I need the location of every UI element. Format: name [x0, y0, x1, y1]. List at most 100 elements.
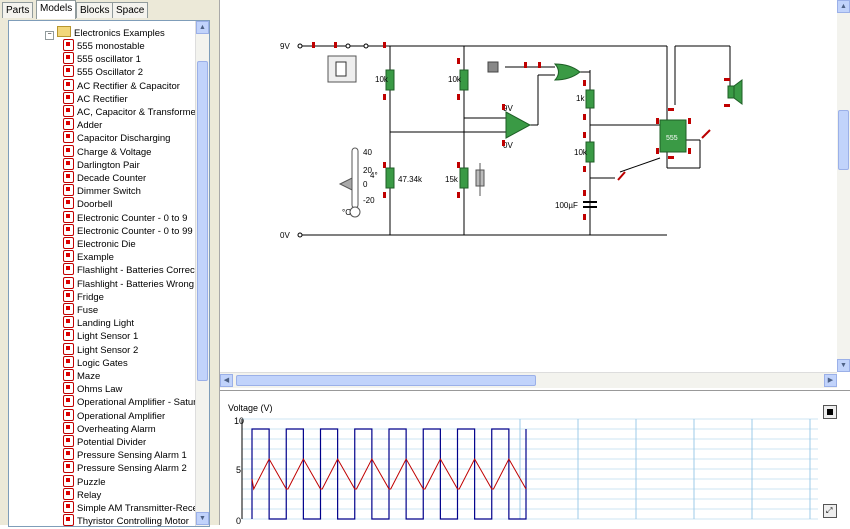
resistor-r4[interactable] — [585, 141, 595, 163]
folder-label: Electronics Examples — [74, 28, 165, 39]
tab-models[interactable]: Models — [36, 0, 77, 19]
circuit-canvas[interactable]: 9V 0V 10k 10k 1k 10k 47.34k 15k 9V 0V — [220, 0, 837, 372]
ic-555[interactable] — [659, 119, 687, 153]
tree-item[interactable]: Fuse — [63, 303, 98, 316]
probe-icon[interactable] — [617, 171, 626, 181]
logic-gate[interactable] — [553, 63, 581, 81]
tree-item[interactable]: Flashlight - Batteries Correct — [63, 263, 197, 276]
model-file-icon — [63, 52, 74, 65]
tree-item[interactable]: Simple AM Transmitter-Receiver — [63, 501, 210, 514]
tree-item[interactable]: Operational Amplifier - Saturation — [63, 395, 209, 408]
scroll-right-icon[interactable]: ▶ — [824, 374, 837, 387]
tree-item[interactable]: Logic Gates — [63, 355, 128, 369]
graph-ylabel: Voltage (V) — [228, 403, 273, 413]
tree-item[interactable]: Example — [63, 250, 114, 263]
tree-item-label: Light Sensor 1 — [77, 331, 139, 343]
tree-item[interactable]: Adder — [63, 118, 102, 131]
left-pane: Parts Models Blocks Space − Electronics E… — [0, 0, 220, 527]
svg-text:4°: 4° — [370, 171, 378, 180]
svg-text:20: 20 — [363, 166, 372, 175]
model-file-icon — [63, 316, 74, 329]
scroll-down-icon[interactable]: ▼ — [837, 359, 850, 372]
scroll-thumb[interactable] — [197, 61, 208, 381]
tree-item[interactable]: Electronic Counter - 0 to 99 — [63, 223, 193, 237]
resistor-r1[interactable] — [385, 69, 395, 91]
tree-item[interactable]: 555 Oscillator 2 — [63, 65, 143, 78]
tree-item[interactable]: Capacitor Discharging — [63, 131, 170, 144]
thermometer-icon[interactable] — [351, 147, 359, 209]
model-file-icon — [63, 461, 74, 474]
input-block[interactable] — [487, 61, 499, 73]
rvar-label: 15k — [445, 175, 459, 184]
tree-scrollbar[interactable]: ▲ ▼ — [195, 21, 209, 526]
collapse-icon[interactable]: − — [45, 31, 54, 40]
tree-item[interactable]: Overheating Alarm — [63, 421, 156, 435]
tab-space[interactable]: Space — [112, 2, 149, 18]
tab-parts[interactable]: Parts — [2, 2, 34, 18]
scroll-up-icon[interactable]: ▲ — [196, 21, 209, 34]
tree-item[interactable]: Dimmer Switch — [63, 184, 141, 197]
tree-item[interactable]: Relay — [63, 487, 101, 501]
tree-item[interactable]: Operational Amplifier — [63, 408, 165, 422]
r3-label: 1k — [576, 94, 585, 103]
canvas-vscroll[interactable]: ▲ ▼ — [837, 0, 850, 372]
tree-item[interactable]: Doorbell — [63, 197, 112, 210]
model-file-icon — [63, 144, 74, 157]
tree-item[interactable]: 555 oscillator 1 — [63, 52, 141, 65]
triangle-wave-series — [251, 457, 527, 491]
tree-item[interactable]: Ohms Law — [63, 382, 122, 395]
tree-item[interactable]: Electronic Counter - 0 to 9 — [63, 210, 188, 224]
model-file-icon — [63, 303, 74, 315]
scroll-up-icon[interactable]: ▲ — [837, 0, 850, 13]
canvas-hthumb[interactable] — [236, 375, 536, 386]
expand-graph-button[interactable]: ⤢ — [823, 504, 837, 518]
temp-pointer-icon[interactable] — [338, 177, 353, 191]
thermistor[interactable] — [385, 167, 395, 189]
model-file-icon — [63, 197, 74, 210]
tree-item[interactable]: Darlington Pair — [63, 157, 140, 171]
resistor-r3[interactable] — [585, 89, 595, 109]
tree-item[interactable]: Potential Divider — [63, 435, 146, 448]
canvas-vthumb[interactable] — [838, 110, 849, 170]
stop-icon — [827, 409, 833, 415]
tree-item[interactable]: Thyristor Controlling Motor — [63, 514, 189, 526]
tree-item-label: Flashlight - Batteries Wrong — [77, 278, 195, 290]
tree-item-label: Electronic Counter - 0 to 9 — [77, 212, 188, 224]
svg-text:0: 0 — [363, 180, 368, 189]
expand-icon: ⤢ — [826, 506, 833, 515]
tree-item[interactable]: Decade Counter — [63, 171, 146, 184]
tree-item[interactable]: Charge & Voltage — [63, 144, 151, 158]
variable-resistor[interactable] — [459, 167, 469, 189]
tree-item[interactable]: Pressure Sensing Alarm 1 — [63, 448, 187, 461]
tree-item[interactable]: Puzzle — [63, 474, 106, 488]
model-file-icon — [63, 395, 74, 408]
tree-item[interactable]: AC, Capacitor & Transformer — [63, 105, 199, 118]
tree-item[interactable]: Electronic Die — [63, 237, 136, 250]
tree-item[interactable]: Light Sensor 2 — [63, 342, 138, 356]
tree-item-label: Simple AM Transmitter-Receiver — [77, 503, 210, 514]
stop-button[interactable] — [823, 405, 837, 419]
voltage-graph-svg: Voltage (V) 10 5 0 — [228, 403, 818, 526]
tree-item[interactable]: Flashlight - Batteries Wrong — [63, 276, 195, 290]
scroll-down-icon[interactable]: ▼ — [196, 512, 209, 525]
resistor-r2[interactable] — [459, 69, 469, 91]
model-file-icon — [63, 448, 74, 461]
tree-item[interactable]: AC Rectifier & Capacitor — [63, 78, 180, 92]
tree-item[interactable]: AC Rectifier — [63, 91, 128, 105]
probe-icon-2[interactable] — [701, 129, 711, 139]
tree-item[interactable]: 555 monostable — [63, 39, 145, 52]
tree-item[interactable]: Fridge — [63, 289, 104, 303]
tree-item[interactable]: Light Sensor 1 — [63, 329, 138, 342]
scroll-left-icon[interactable]: ◀ — [220, 374, 233, 387]
tree-item[interactable]: Landing Light — [63, 316, 134, 329]
tree-folder[interactable]: − Electronics Examples — [45, 26, 165, 40]
r1-label: 10k — [375, 75, 389, 84]
tab-blocks[interactable]: Blocks — [76, 2, 114, 18]
model-file-icon — [63, 289, 74, 302]
canvas-hscroll[interactable]: ◀ ▶ — [220, 372, 837, 388]
tree-item[interactable]: Pressure Sensing Alarm 2 — [63, 461, 187, 474]
op-amp[interactable] — [505, 111, 532, 139]
tree-item[interactable]: Maze — [63, 369, 100, 382]
tree-item-label: Decade Counter — [77, 173, 147, 184]
